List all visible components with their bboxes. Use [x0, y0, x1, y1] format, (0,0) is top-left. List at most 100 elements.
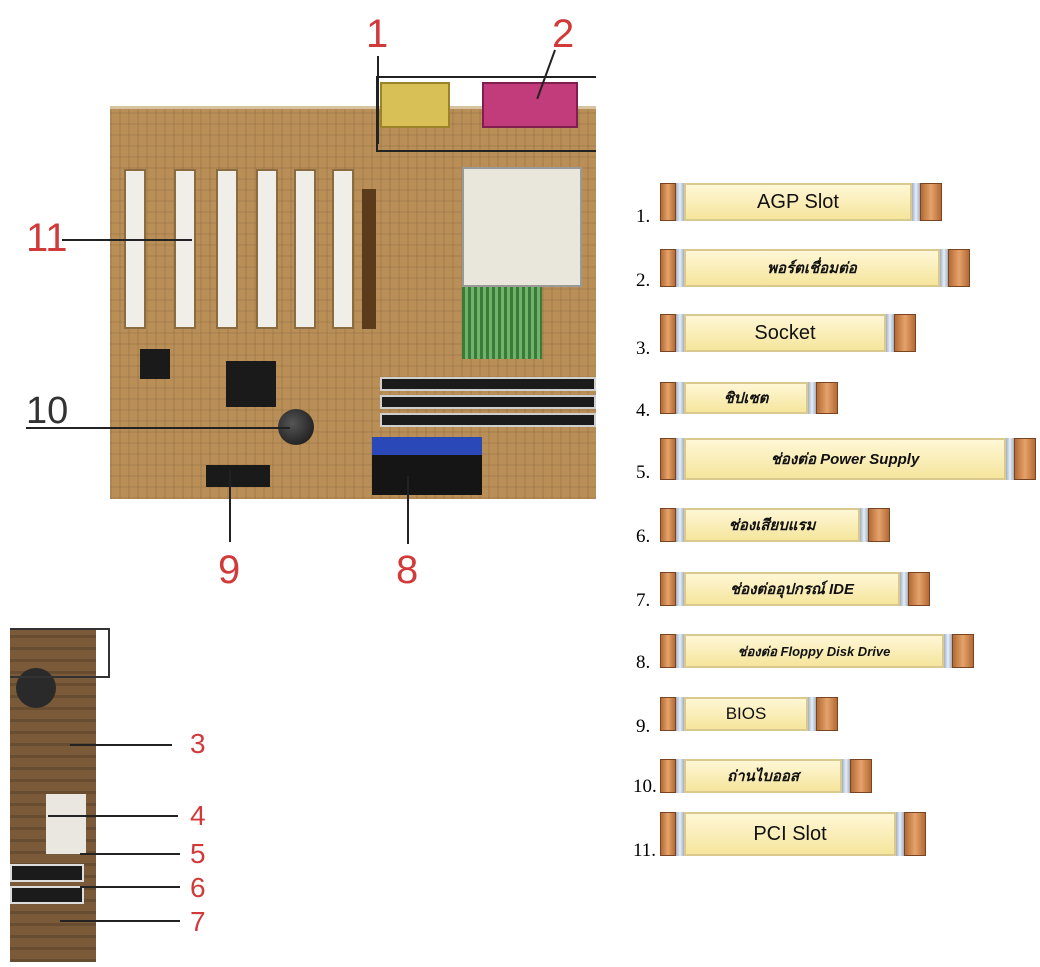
legend-button-agp-slot[interactable]: AGP Slot: [660, 183, 942, 221]
pci-slot: [256, 169, 278, 329]
button-edge: [676, 572, 684, 606]
button-edge: [676, 249, 684, 287]
chipset-heatsink: [462, 287, 542, 359]
button-edge: [676, 508, 684, 542]
button-left-cap: [660, 634, 676, 668]
legend-button-bios-battery[interactable]: ถ่านไบออส: [660, 759, 872, 793]
label-7: 7: [190, 906, 206, 938]
inset-frame: [10, 628, 110, 678]
legend-label: ช่องต่ออุปกรณ์ IDE: [684, 572, 900, 606]
button-edge: [860, 508, 868, 542]
button-edge: [912, 183, 920, 221]
leader-line-11: [62, 239, 192, 241]
power-connector: [46, 794, 86, 854]
legend-button-chipset[interactable]: ชิปเซต: [660, 382, 838, 414]
button-left-cap: [660, 697, 676, 731]
leader-line-8: [407, 476, 409, 544]
button-edge: [808, 382, 816, 414]
legend-button-ram-slots[interactable]: ช่องเสียบแรม: [660, 508, 890, 542]
ide-connector: [372, 437, 482, 455]
legend-label: พอร์ตเชื่อมต่อ: [684, 249, 940, 287]
pci-slot: [124, 169, 146, 329]
button-edge: [1006, 438, 1014, 480]
label-3: 3: [190, 728, 206, 760]
leader-line-4: [48, 815, 178, 817]
button-right-cap: [894, 314, 916, 352]
inset-board-image: [10, 628, 96, 962]
legend-num-2: 2.: [636, 270, 650, 292]
leader-line-7: [60, 920, 180, 922]
button-edge: [676, 812, 684, 856]
button-left-cap: [660, 759, 676, 793]
button-edge: [676, 382, 684, 414]
chip: [140, 349, 170, 379]
button-left-cap: [660, 183, 676, 221]
legend-button-ports[interactable]: พอร์ตเชื่อมต่อ: [660, 249, 970, 287]
legend-label: ถ่านไบออส: [684, 759, 842, 793]
legend-label: Socket: [684, 314, 886, 352]
button-edge: [676, 314, 684, 352]
legend-label: ช่องเสียบแรม: [684, 508, 860, 542]
button-edge: [842, 759, 850, 793]
ram-slot: [10, 864, 84, 882]
button-right-cap: [952, 634, 974, 668]
button-edge: [676, 697, 684, 731]
pci-slot: [332, 169, 354, 329]
button-edge: [676, 438, 684, 480]
legend-button-socket[interactable]: Socket: [660, 314, 916, 352]
button-right-cap: [868, 508, 890, 542]
floppy-connector: [372, 455, 482, 495]
legend-button-power-supply[interactable]: ช่องต่อ Power Supply: [660, 438, 1036, 480]
ram-slot: [380, 377, 596, 391]
legend-label: BIOS: [684, 697, 808, 731]
label-8: 8: [396, 548, 418, 593]
leader-line-5: [80, 853, 180, 855]
button-edge: [676, 183, 684, 221]
button-edge: [886, 314, 894, 352]
button-right-cap: [816, 697, 838, 731]
pci-slot: [294, 169, 316, 329]
legend-num-10: 10.: [633, 776, 657, 798]
label-4: 4: [190, 800, 206, 832]
legend-button-ide[interactable]: ช่องต่ออุปกรณ์ IDE: [660, 572, 930, 606]
legend-button-pci-slot[interactable]: PCI Slot: [660, 812, 926, 856]
legend-label: AGP Slot: [684, 183, 912, 221]
button-left-cap: [660, 508, 676, 542]
button-left-cap: [660, 382, 676, 414]
leader-line-9: [229, 470, 231, 542]
button-left-cap: [660, 572, 676, 606]
agp-slot: [362, 189, 376, 329]
legend-num-11: 11.: [633, 840, 656, 862]
button-left-cap: [660, 314, 676, 352]
bios-chip: [206, 465, 270, 487]
button-right-cap: [816, 382, 838, 414]
chip: [226, 361, 276, 407]
label-9: 9: [218, 548, 240, 593]
button-edge: [944, 634, 952, 668]
pci-slot: [174, 169, 196, 329]
label-5: 5: [190, 838, 206, 870]
ram-slot: [380, 413, 596, 427]
button-right-cap: [908, 572, 930, 606]
motherboard-image: [110, 106, 596, 499]
legend-label: PCI Slot: [684, 812, 896, 856]
label-1: 1: [366, 12, 388, 57]
cpu-socket: [462, 167, 582, 287]
leader-line-10: [26, 427, 290, 429]
button-left-cap: [660, 438, 676, 480]
leader-line-1: [377, 56, 379, 144]
button-right-cap: [920, 183, 942, 221]
legend-label: ชิปเซต: [684, 382, 808, 414]
legend-num-9: 9.: [636, 716, 650, 738]
legend-num-1: 1.: [636, 206, 650, 228]
button-right-cap: [1014, 438, 1036, 480]
button-edge: [676, 634, 684, 668]
button-right-cap: [948, 249, 970, 287]
button-edge: [676, 759, 684, 793]
button-edge: [896, 812, 904, 856]
button-left-cap: [660, 249, 676, 287]
legend-button-bios[interactable]: BIOS: [660, 697, 838, 731]
legend-label: ช่องต่อ Power Supply: [684, 438, 1006, 480]
legend-button-floppy[interactable]: ช่องต่อ Floppy Disk Drive: [660, 634, 974, 668]
legend-num-6: 6.: [636, 526, 650, 548]
